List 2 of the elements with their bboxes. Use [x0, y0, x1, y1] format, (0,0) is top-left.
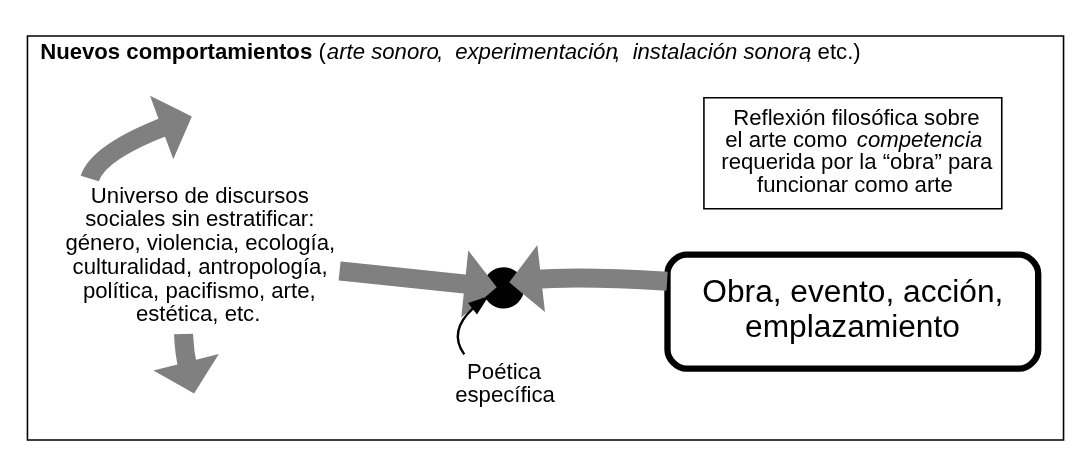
node-text: Universo de discursos sociales sin estratificar: género, violencia, ecología, culturalidad, antropología, política, pacifismo, arte, estética, etc. [65, 182, 336, 326]
node-text: Poética específica [455, 358, 555, 407]
